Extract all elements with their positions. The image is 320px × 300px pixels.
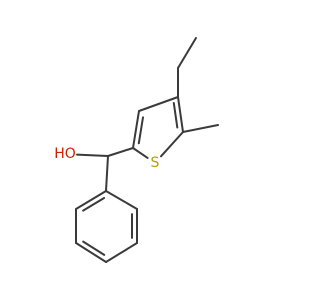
bond-c3-c2 xyxy=(132,110,140,149)
bond-ph_c1-ph_c2 xyxy=(75,190,107,210)
bond-ph_c3-ph_c4-inner xyxy=(82,240,106,256)
bonds-layer xyxy=(75,37,219,263)
bond-s1-c5 xyxy=(160,131,184,158)
bond-c2-carbinol_c xyxy=(107,147,134,157)
bond-carbinol_c-o_h xyxy=(76,153,109,157)
bond-c2-s1 xyxy=(132,147,149,159)
bond-ph_c6-ph_c1 xyxy=(105,190,138,210)
bond-c5-c4-inner xyxy=(172,102,179,129)
bond-carbinol_c-ph_c1 xyxy=(105,155,109,192)
molecule-structure: S HO xyxy=(54,37,219,263)
bond-c3-c2-inner xyxy=(137,116,144,145)
bond-c5-c4 xyxy=(177,96,184,133)
bond-c4-c3 xyxy=(138,96,179,112)
bond-ph_c1-ph_c2-inner xyxy=(82,197,106,212)
atom-labels-layer: S HO xyxy=(54,146,159,171)
bond-ethyl_ch3-ethyl_ch2 xyxy=(177,37,197,69)
atom-label-s1: S xyxy=(151,155,160,171)
bond-ph_c4-ph_c5 xyxy=(105,242,138,263)
bond-ph_c3-ph_c4 xyxy=(75,242,107,263)
bond-c5-methyl xyxy=(182,124,219,133)
atom-label-o_h: HO xyxy=(54,146,76,162)
